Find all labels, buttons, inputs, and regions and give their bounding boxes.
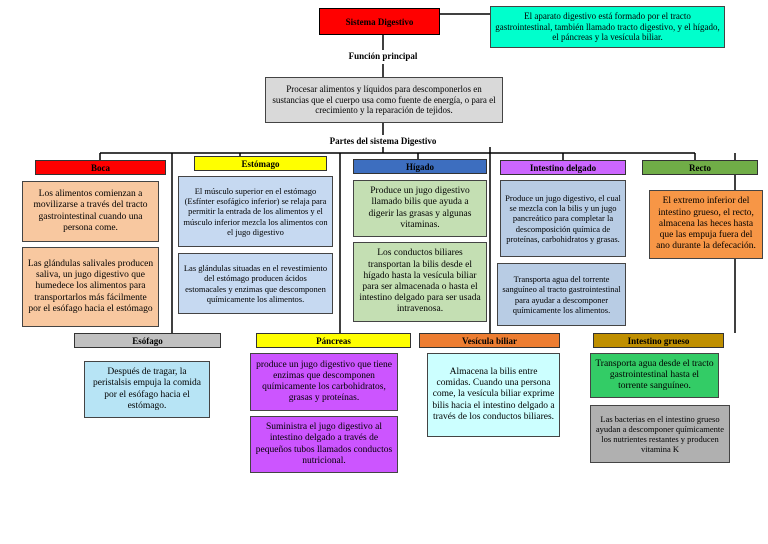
intro-box: El aparato digestivo está formado por el…	[490, 6, 725, 48]
recto-header: Recto	[642, 160, 758, 175]
higado-header: Hígado	[353, 159, 487, 174]
vesicula-header: Vesícula biliar	[419, 333, 560, 348]
higado-box-1: Produce un jugo digestivo llamado bilis …	[353, 180, 487, 237]
title-box: Sistema Digestivo	[319, 8, 440, 35]
intestino-delgado-header: Intestino delgado	[500, 160, 626, 175]
estomago-header: Estómago	[194, 156, 327, 171]
higado-box-2: Los conductos biliares transportan la bi…	[353, 242, 487, 322]
parts-label: Partes del sistema Digestivo	[329, 136, 437, 146]
pancreas-box-1: produce un jugo digestivo que tiene enzi…	[250, 353, 398, 411]
intestino-delgado-box-2: Transporta agua del torrente sanguíneo a…	[497, 263, 626, 326]
vesicula-box: Almacena la bilis entre comidas. Cuando …	[427, 353, 560, 437]
estomago-box-1: El músculo superior en el estómago (Esfí…	[178, 176, 333, 247]
intestino-grueso-header: Intestino grueso	[593, 333, 724, 348]
recto-box: El extremo inferior del intestino grueso…	[649, 190, 763, 259]
intestino-grueso-box-1: Transporta agua desde el tracto gastroin…	[590, 353, 719, 398]
function-box: Procesar alimentos y líquidos para desco…	[265, 77, 503, 123]
function-label: Función principal	[348, 51, 418, 61]
esofago-header: Esófago	[74, 333, 221, 348]
boca-box-1: Los alimentos comienzan a movilizarse a …	[22, 181, 159, 242]
boca-box-2: Las glándulas salivales producen saliva,…	[22, 247, 159, 327]
intestino-grueso-box-2: Las bacterias en el intestino grueso ayu…	[590, 405, 730, 463]
estomago-box-2: Las glándulas situadas en el revestimien…	[178, 253, 333, 314]
esofago-box: Después de tragar, la peristalsis empuja…	[84, 361, 210, 418]
pancreas-box-2: Suministra el jugo digestivo al intestin…	[250, 416, 398, 473]
intestino-delgado-box-1: Produce un jugo digestivo, el cual se me…	[500, 180, 626, 257]
boca-header: Boca	[35, 160, 166, 175]
pancreas-header: Páncreas	[256, 333, 411, 348]
